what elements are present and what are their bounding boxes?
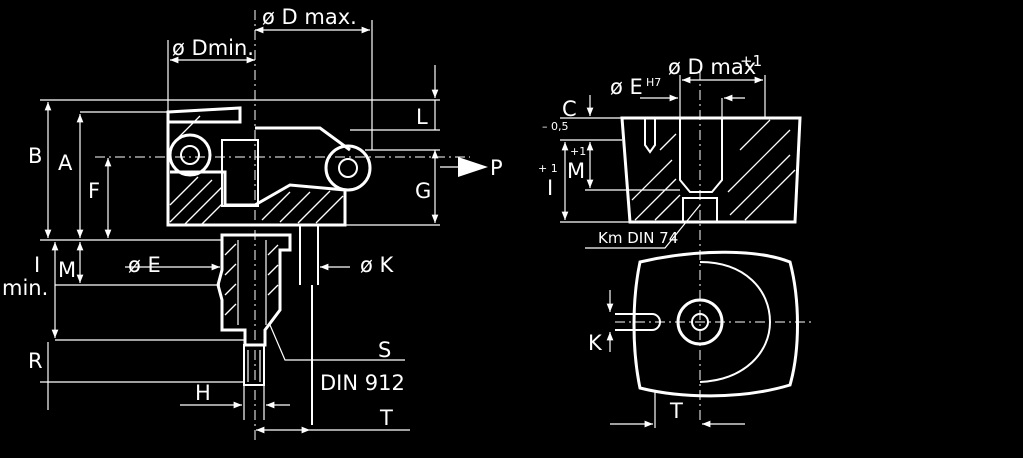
label-g: G [415, 179, 431, 203]
label-m-right: M [567, 159, 585, 183]
section-hatching-right [631, 119, 796, 221]
block-counterbore [682, 197, 718, 223]
socket-screw [243, 344, 265, 386]
label-e-right: ø E [610, 75, 643, 99]
label-i-min-line2: min. [2, 276, 48, 300]
adapter-thread [224, 240, 279, 325]
top-view-plate [632, 250, 799, 398]
label-c: C [562, 97, 577, 121]
section-hatching-left [169, 115, 344, 225]
label-e: ø E [128, 253, 161, 277]
top-view-bore [691, 313, 709, 331]
label-km-din74: Km DIN 74 [598, 229, 678, 247]
mounting-block-section [620, 116, 802, 224]
label-b: B [28, 144, 42, 168]
handwheel-hub-top [255, 126, 351, 152]
pivot-ring-right [324, 144, 372, 192]
p-arrow-head [458, 157, 488, 177]
pivot-pin-right [338, 158, 358, 178]
label-plus1-i: + 1 [538, 162, 558, 175]
label-h: H [195, 381, 211, 405]
label-din912: DIN 912 [320, 371, 405, 395]
label-i-right: I [547, 176, 553, 200]
handwheel-body [166, 122, 347, 227]
label-t-right: T [669, 399, 683, 423]
pivot-ring-left [168, 133, 212, 177]
label-k-right: K [588, 331, 603, 355]
pin-hole [644, 118, 656, 154]
left-section-view: ø D max. ø Dmin. B A F L G P I min. M ø … [2, 5, 503, 440]
label-d-max-tolerance: +1 [740, 52, 762, 70]
label-d-max-right: ø D max [668, 55, 756, 79]
label-plus1-m: +1 [570, 145, 586, 158]
right-views: ø D max +1 ø E H7 C – 0,5 +1 + 1 M I Km … [538, 52, 815, 428]
handwheel-rim-top [166, 106, 242, 124]
pivot-pin-left [180, 145, 200, 165]
top-view-arc [699, 261, 772, 383]
label-t: T [379, 406, 393, 430]
label-m: M [58, 258, 76, 282]
label-k: ø K [360, 253, 395, 277]
label-e-tolerance: H7 [646, 76, 661, 89]
leader-s [269, 324, 405, 361]
block-bore [679, 118, 723, 193]
label-d-max: ø D max. [262, 5, 357, 29]
leader-km [585, 204, 701, 249]
label-f: F [88, 179, 100, 203]
top-view-hub [676, 298, 724, 346]
hub-bore [221, 139, 259, 207]
label-i-min-line1: I [34, 253, 40, 277]
label-s: S [378, 338, 391, 362]
top-view-pin-slot [615, 313, 661, 331]
label-a: A [58, 151, 73, 175]
label-d-min: ø Dmin. [172, 36, 254, 60]
label-p: P [490, 156, 503, 180]
label-r: R [28, 349, 43, 373]
label-c-tolerance: – 0,5 [542, 120, 569, 133]
label-l: L [416, 105, 428, 129]
